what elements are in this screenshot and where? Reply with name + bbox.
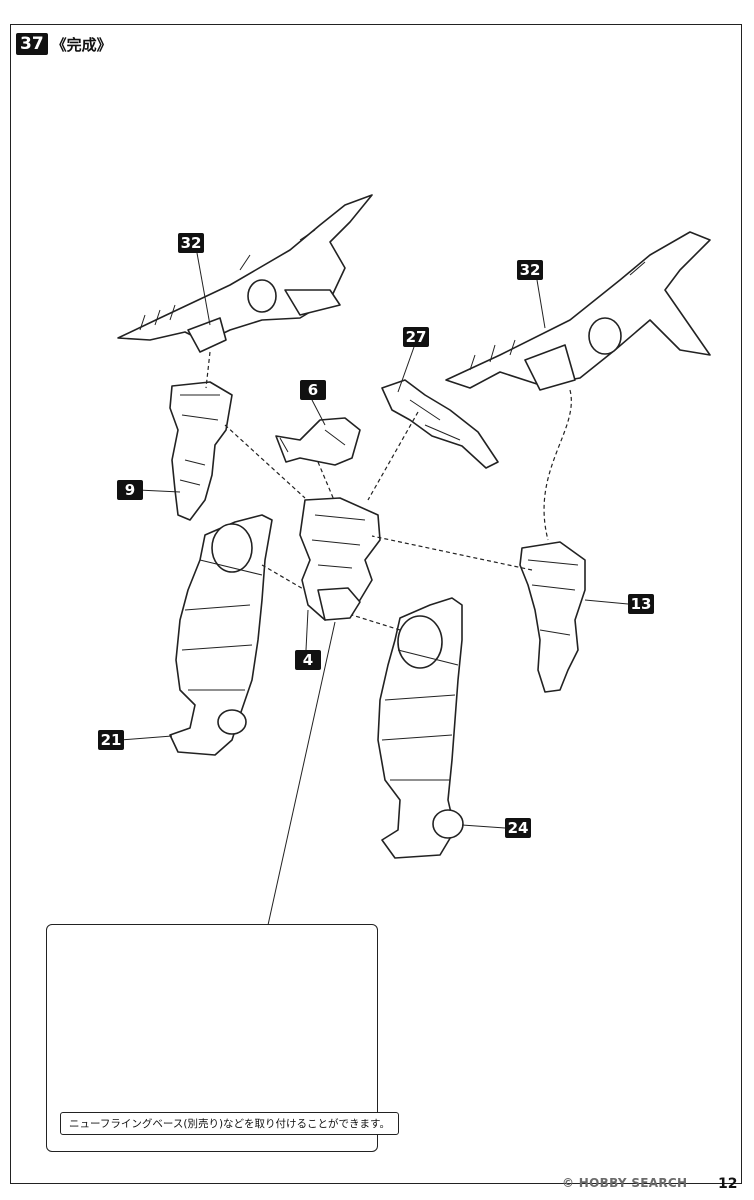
part-label-32-left: 32 <box>178 233 204 253</box>
page-frame <box>10 24 742 1184</box>
part-label-4: 4 <box>295 650 321 670</box>
part-9-drawing <box>169 381 233 521</box>
part-6-drawing <box>275 417 361 466</box>
part-32-right-drawing <box>445 231 711 391</box>
part-label-6: 6 <box>300 380 326 400</box>
step-title: 《完成》 <box>51 35 112 54</box>
watermark: © HOBBY SEARCH <box>562 1176 688 1190</box>
part-24-drawing <box>377 597 464 859</box>
part-27-drawing <box>381 379 499 469</box>
inset-note: ニューフライングベース(別売り)などを取り付けることができます。 <box>60 1112 399 1135</box>
part-13-drawing <box>519 541 586 693</box>
part-label-9: 9 <box>117 480 143 500</box>
part-label-24: 24 <box>505 818 531 838</box>
part-21-drawing <box>169 514 273 756</box>
part-32-left-drawing <box>117 194 373 353</box>
part-4-drawing <box>299 497 381 621</box>
page-number: 12 <box>718 1176 738 1192</box>
part-label-21: 21 <box>98 730 124 750</box>
part-label-27: 27 <box>403 327 429 347</box>
part-label-13: 13 <box>628 594 654 614</box>
step-number: 37 <box>16 33 48 55</box>
step-header: 37 《完成》 <box>16 33 112 55</box>
part-label-32-right: 32 <box>517 260 543 280</box>
